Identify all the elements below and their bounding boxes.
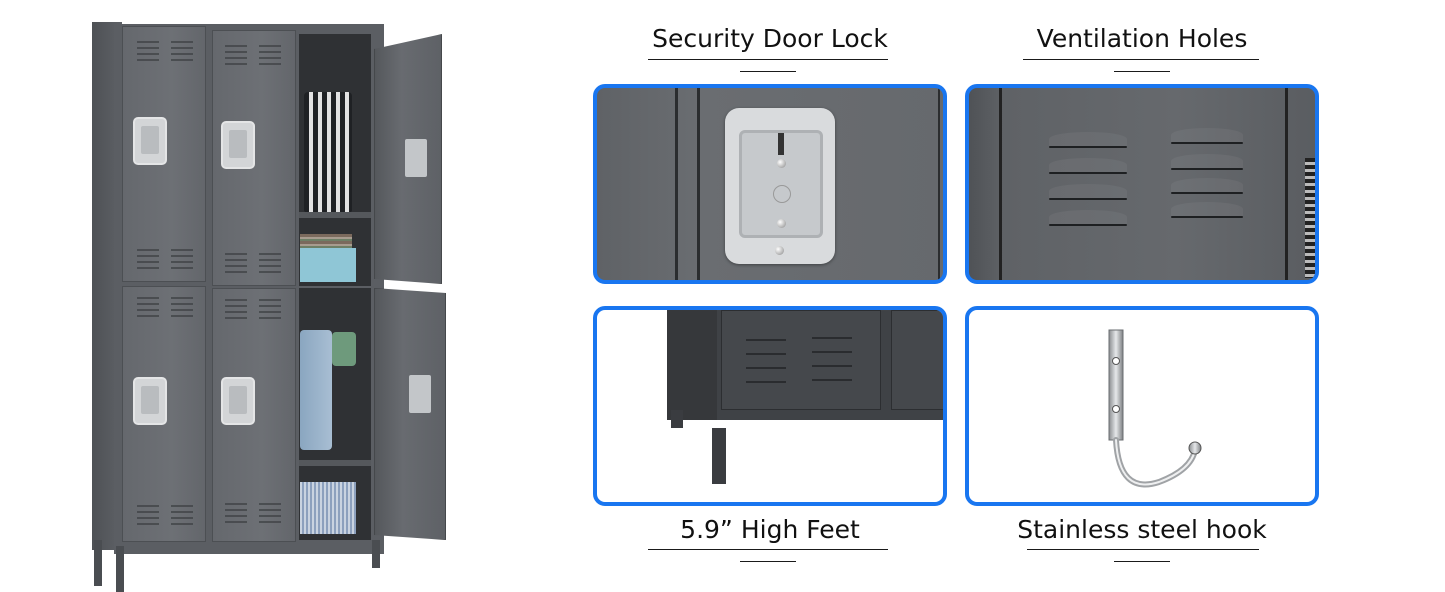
vent-icon xyxy=(171,505,193,527)
door-seam xyxy=(697,88,700,280)
locker-panel xyxy=(721,310,881,410)
storage-box xyxy=(300,248,356,282)
vent-icon xyxy=(259,253,281,275)
lock-handle xyxy=(133,377,167,425)
feature-image-vents xyxy=(965,84,1319,284)
feature-ventilation-holes: Ventilation Holes xyxy=(965,0,1319,290)
books xyxy=(300,234,352,248)
front-leg xyxy=(712,428,726,484)
door-seam xyxy=(675,88,678,280)
caption-underline xyxy=(648,549,888,550)
caption-divider xyxy=(740,561,796,562)
vent-slot xyxy=(1049,184,1127,200)
vent-icon xyxy=(137,41,159,63)
feature-high-feet: 5.9” High Feet xyxy=(593,300,947,592)
vent-slot xyxy=(1049,158,1127,174)
caption-underline xyxy=(648,59,888,60)
vent-slot xyxy=(812,337,852,339)
storage-basket xyxy=(300,482,356,534)
feature-image-feet xyxy=(593,306,947,506)
vent-slot xyxy=(812,379,852,381)
lock-handle xyxy=(221,377,255,425)
vent-icon xyxy=(225,45,247,67)
locker-panel xyxy=(891,310,943,410)
locker-leg xyxy=(372,540,380,568)
vent-slot xyxy=(1049,210,1127,226)
vent-icon xyxy=(171,249,193,271)
lock-handle xyxy=(221,121,255,169)
lock-latch xyxy=(778,133,784,155)
vent-slot xyxy=(1171,202,1243,218)
feature-caption: 5.9” High Feet xyxy=(680,515,860,544)
door-edge xyxy=(1285,88,1288,280)
vent-slot xyxy=(1171,178,1243,194)
door-edge xyxy=(999,88,1002,280)
open-door-top xyxy=(374,34,442,284)
feature-image-lock xyxy=(593,84,947,284)
locker-leg xyxy=(116,546,124,592)
back-leg xyxy=(671,410,683,428)
feature-caption: Security Door Lock xyxy=(652,24,888,53)
vent-slot xyxy=(812,351,852,353)
vent-slot xyxy=(746,339,786,341)
rivet-icon xyxy=(775,246,784,255)
vent-slot xyxy=(1171,154,1243,170)
shelf xyxy=(299,212,371,218)
vent-icon xyxy=(225,253,247,275)
caption-divider xyxy=(740,71,796,72)
rivet-icon xyxy=(777,159,786,168)
feature-caption: Ventilation Holes xyxy=(1036,24,1248,53)
vent-icon xyxy=(259,45,281,67)
rivet-icon xyxy=(777,219,786,228)
locker-base-side xyxy=(667,310,717,420)
vent-icon xyxy=(225,503,247,525)
lock-recess xyxy=(739,130,823,238)
vent-slot xyxy=(746,381,786,383)
vent-icon xyxy=(171,297,193,319)
caption-underline xyxy=(1027,549,1259,550)
vent-icon xyxy=(137,505,159,527)
feature-image-hook xyxy=(965,306,1319,506)
feature-security-door-lock: Security Door Lock xyxy=(593,0,947,290)
vent-slot xyxy=(746,353,786,355)
vent-icon xyxy=(225,299,247,321)
vent-slot xyxy=(1171,128,1243,144)
locker-leg xyxy=(94,540,102,586)
locker-door-top-left xyxy=(122,26,206,282)
blue-shirt xyxy=(300,330,332,450)
locker-door-bottom-left xyxy=(122,286,206,542)
vent-icon xyxy=(137,249,159,271)
open-door-bottom xyxy=(374,288,446,540)
caption-underline xyxy=(1023,59,1259,60)
vent-slot xyxy=(746,367,786,369)
lock-plate xyxy=(725,108,835,264)
locker-product-image xyxy=(92,12,452,592)
locker-door-top-middle xyxy=(212,30,296,286)
hook-icon xyxy=(1108,329,1202,488)
shelf xyxy=(299,460,371,466)
door-latch xyxy=(409,375,431,413)
feature-stainless-steel-hook: Stainless steel hook xyxy=(965,300,1319,592)
vent-icon xyxy=(259,299,281,321)
vent-icon xyxy=(137,297,159,319)
vent-icon xyxy=(259,503,281,525)
caption-divider xyxy=(1114,561,1170,562)
interior-clutter xyxy=(1305,158,1315,278)
green-bag xyxy=(332,332,356,366)
keyhole-ring xyxy=(773,185,791,203)
vent-icon xyxy=(171,41,193,63)
feature-caption: Stainless steel hook xyxy=(1017,515,1267,544)
caption-divider xyxy=(1114,71,1170,72)
vent-slot xyxy=(1049,132,1127,148)
plaid-shirt xyxy=(304,92,352,212)
locker-door-bottom-middle xyxy=(212,288,296,542)
door-latch xyxy=(405,139,427,177)
door-seam xyxy=(938,88,940,280)
lock-handle xyxy=(133,117,167,165)
vent-slot xyxy=(812,365,852,367)
